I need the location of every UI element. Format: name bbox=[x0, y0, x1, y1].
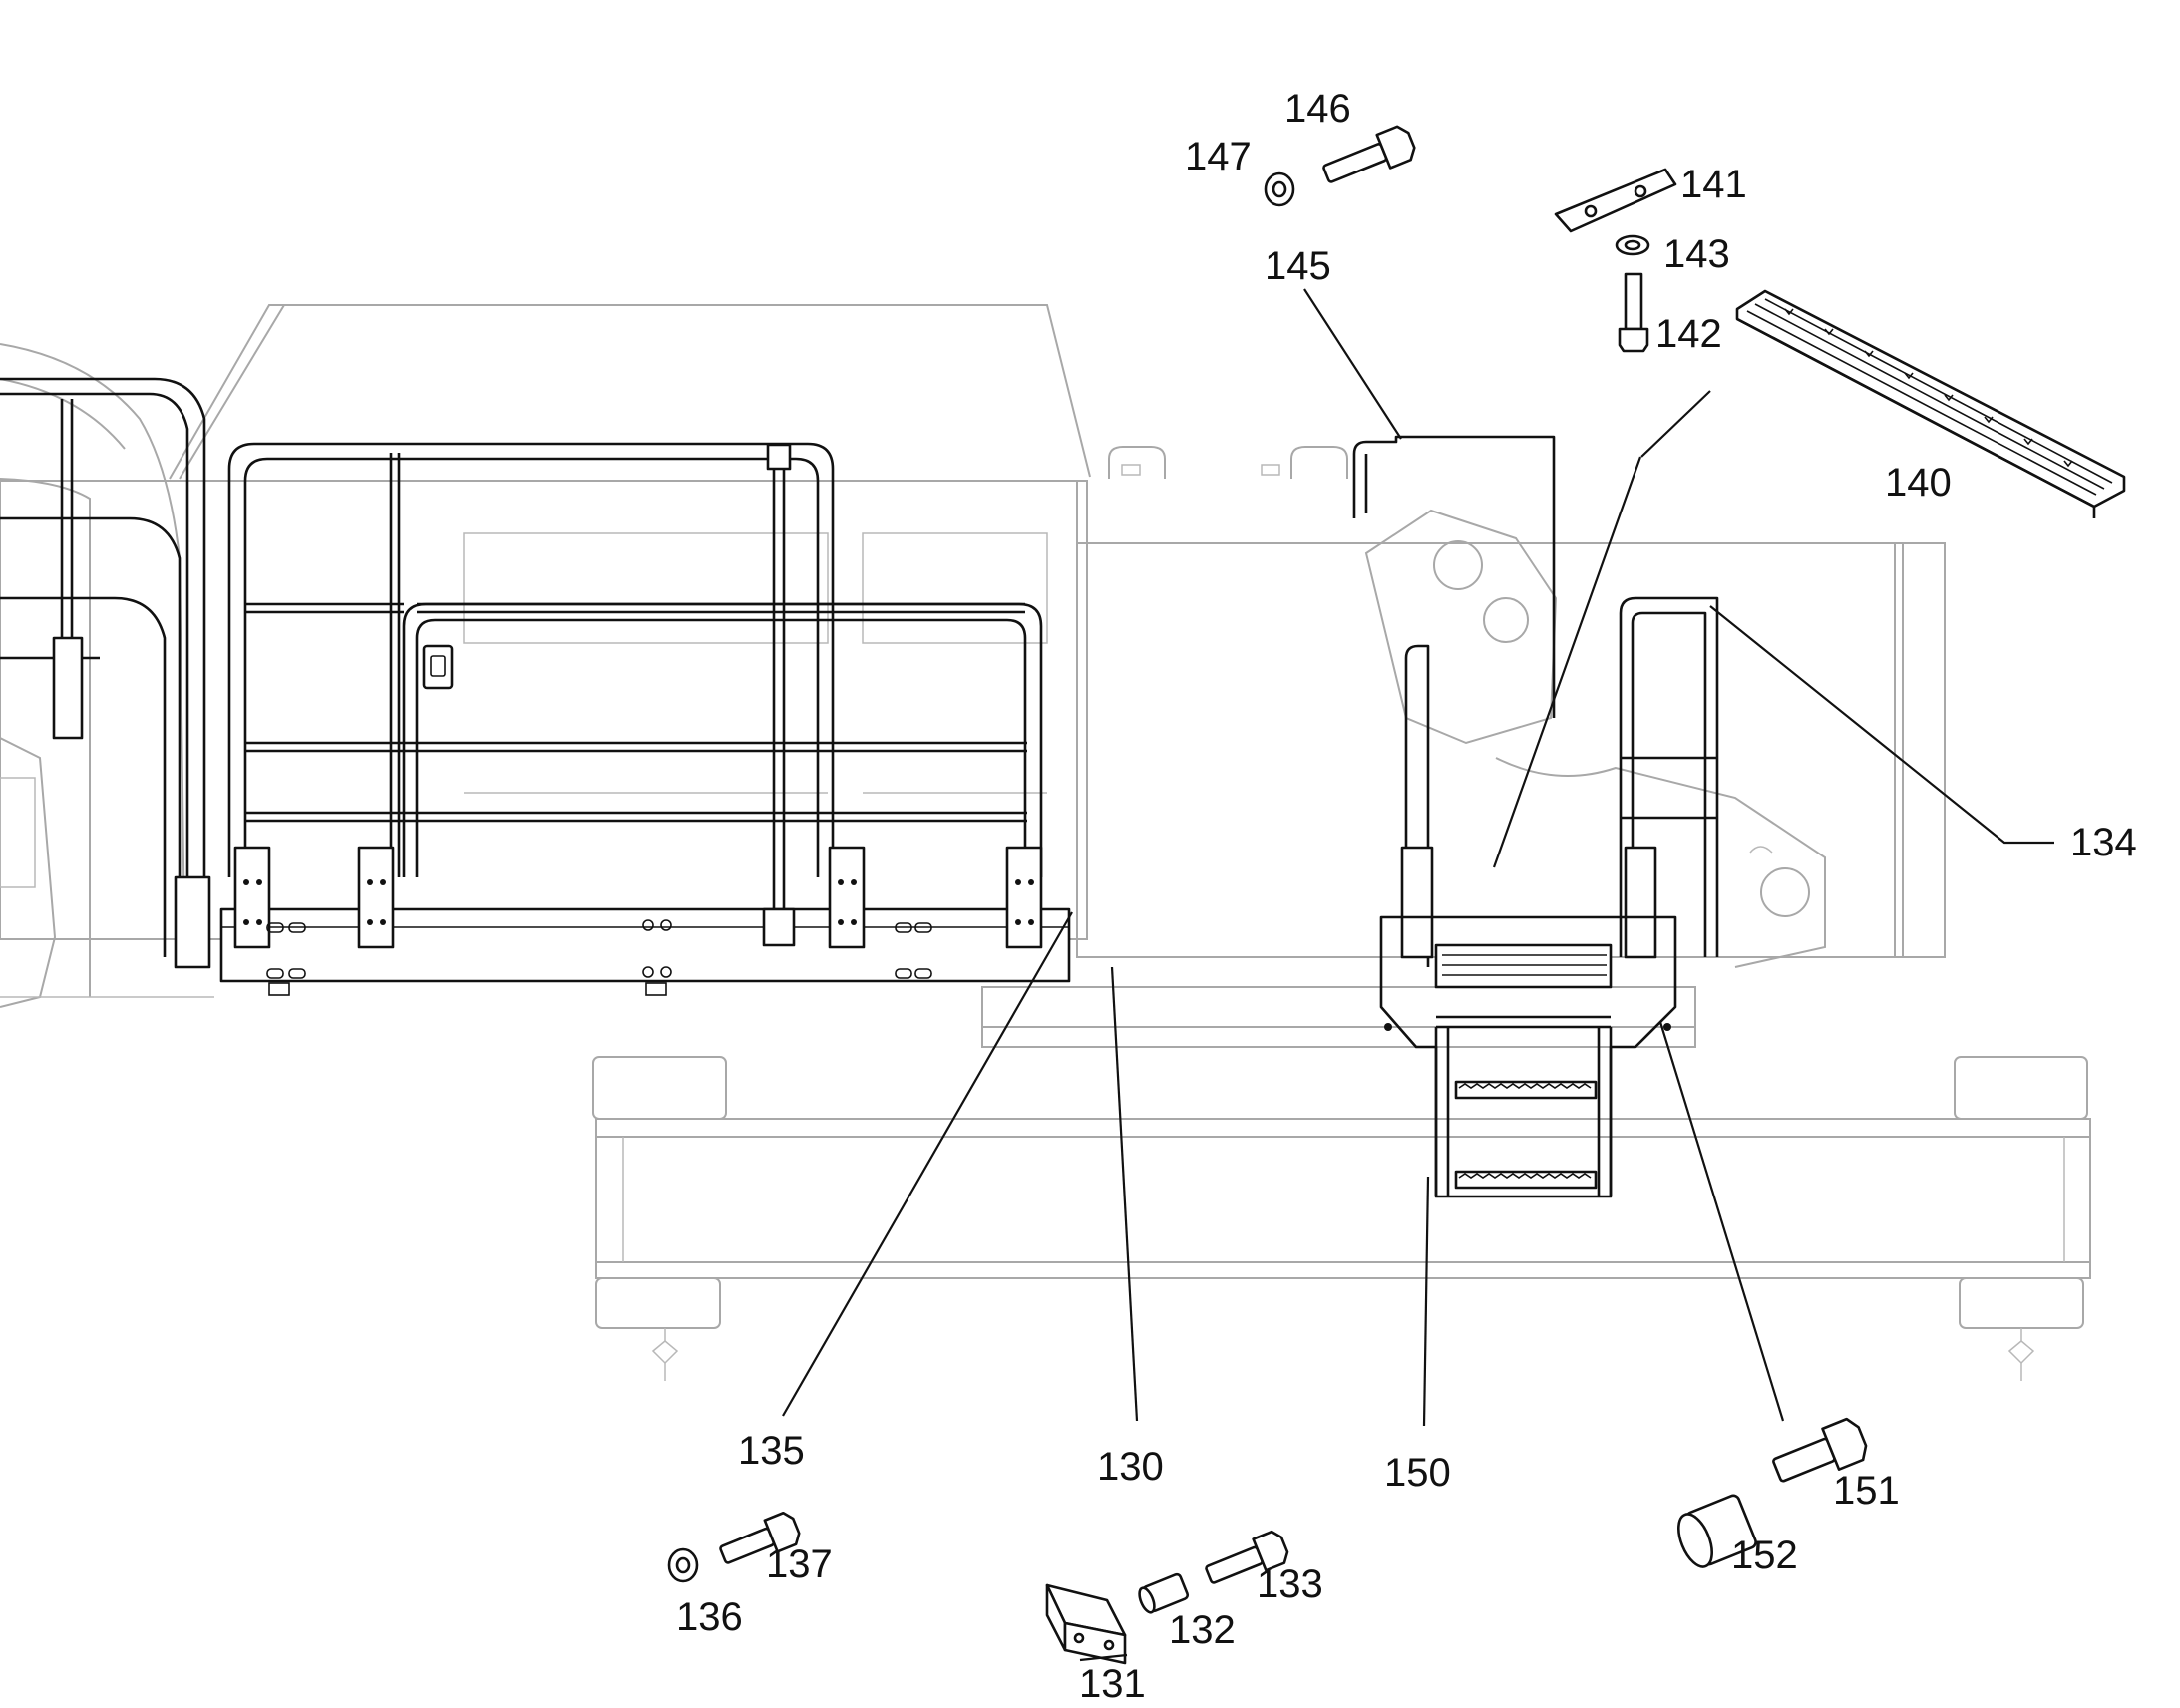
walkway-right-assembly bbox=[1352, 435, 1719, 1198]
callout-135: 135 bbox=[738, 1429, 805, 1473]
callout-142: 142 bbox=[1655, 312, 1722, 356]
callout-134: 134 bbox=[2070, 821, 2137, 864]
callout-130: 130 bbox=[1097, 1445, 1164, 1489]
callout-132: 132 bbox=[1169, 1608, 1236, 1652]
callout-146: 146 bbox=[1284, 87, 1351, 131]
bolt-146 bbox=[1322, 125, 1416, 183]
plate-141 bbox=[1554, 168, 1677, 233]
bolt-133 bbox=[1205, 1530, 1289, 1584]
machine-body-ghost bbox=[0, 304, 2091, 1381]
callout-141: 141 bbox=[1680, 163, 1747, 206]
leader-lines bbox=[782, 288, 2054, 1662]
bushing-152 bbox=[1677, 1494, 1757, 1568]
washer-136 bbox=[667, 1547, 699, 1583]
callout-150: 150 bbox=[1384, 1451, 1451, 1495]
bolt-151 bbox=[1772, 1417, 1868, 1483]
callout-152: 152 bbox=[1731, 1534, 1798, 1577]
callout-136: 136 bbox=[676, 1595, 743, 1639]
walkway-left-assembly bbox=[0, 377, 1071, 996]
callout-140: 140 bbox=[1885, 461, 1952, 505]
plate-131 bbox=[1045, 1583, 1127, 1665]
grating-step-140 bbox=[1735, 289, 2126, 518]
callout-151: 151 bbox=[1833, 1469, 1900, 1513]
callout-137: 137 bbox=[766, 1542, 833, 1586]
callout-labels: 146 147 141 143 145 142 140 134 135 130 … bbox=[676, 87, 2137, 1706]
callout-131: 131 bbox=[1079, 1662, 1146, 1706]
bolt-137 bbox=[719, 1511, 801, 1564]
callout-133: 133 bbox=[1257, 1562, 1323, 1606]
callout-143: 143 bbox=[1663, 232, 1730, 276]
sleeve-132 bbox=[1138, 1572, 1190, 1614]
washer-143 bbox=[1615, 234, 1650, 256]
callout-145: 145 bbox=[1265, 244, 1331, 288]
callout-147: 147 bbox=[1185, 135, 1252, 178]
washer-147 bbox=[1264, 171, 1295, 207]
bolt-142 bbox=[1618, 272, 1649, 353]
